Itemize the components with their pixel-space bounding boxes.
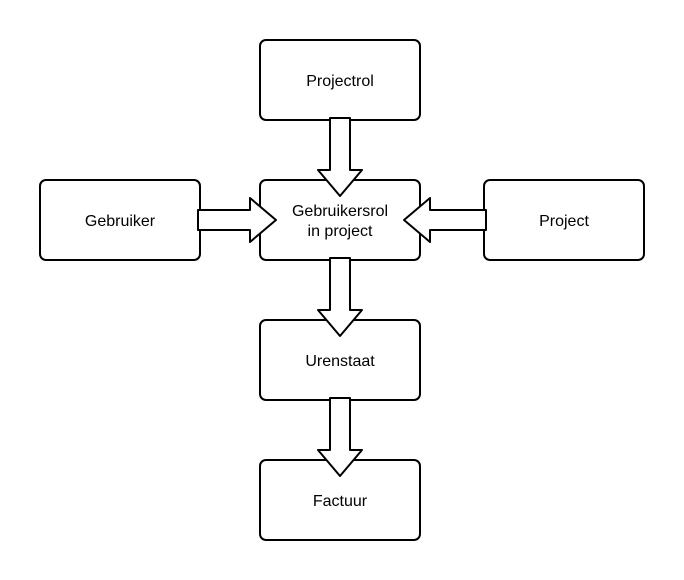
node-label: Projectrol <box>306 73 374 90</box>
node-label: Project <box>539 213 589 230</box>
arrow-urenstaat-to-factuur <box>317 397 363 477</box>
node-label: Gebruiker <box>85 213 156 230</box>
node-label: Factuur <box>313 493 368 510</box>
arrow-projectrol-to-gebruikersrol <box>317 117 363 197</box>
arrow-project-to-gebruikersrol <box>403 197 487 243</box>
node-label: Gebruikersrol <box>292 203 388 220</box>
arrow-gebruiker-to-gebruikersrol <box>197 197 277 243</box>
node-label: Urenstaat <box>305 353 375 370</box>
arrow-gebruikersrol-to-urenstaat <box>317 257 363 337</box>
node-label: in project <box>308 223 373 240</box>
